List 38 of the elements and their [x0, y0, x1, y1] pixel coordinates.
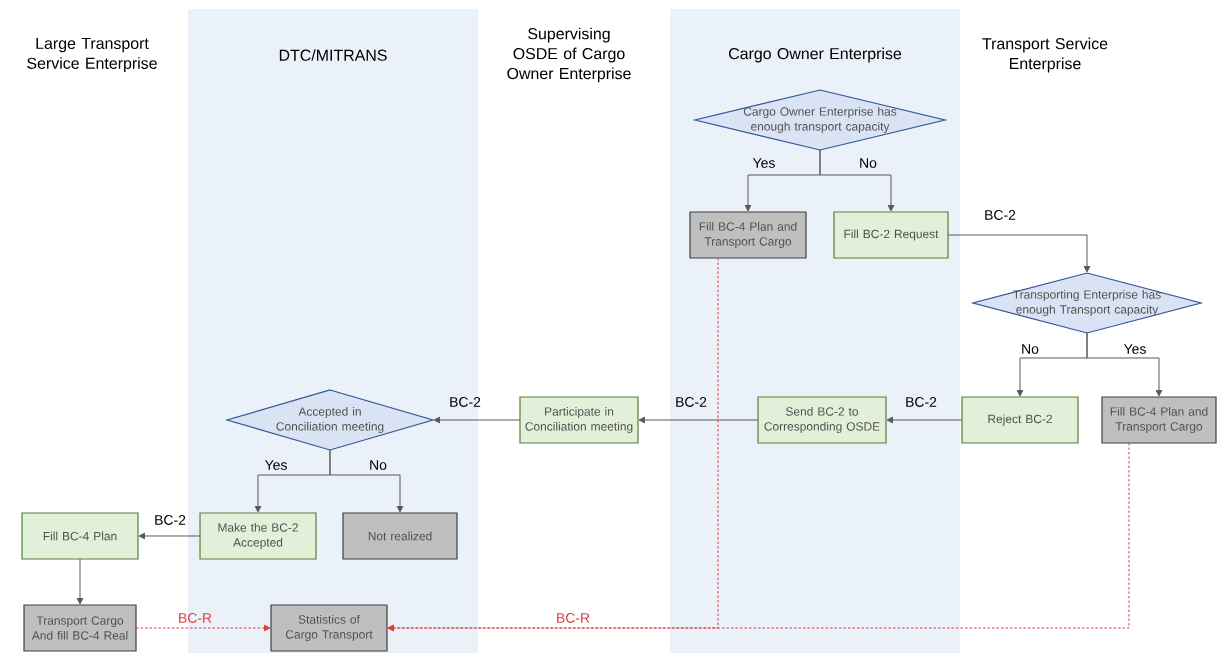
arrow: [1086, 332, 1163, 397]
edge-label: No: [370, 460, 387, 470]
process-box: Transport Cargo And fill BC-4 Real: [23, 604, 137, 652]
process-box: Reject BC-2: [961, 396, 1079, 444]
process-box: Make the BC-2 Accepted: [199, 512, 317, 560]
process-box: Fill BC-4 Plan and Transport Cargo: [1101, 396, 1217, 444]
edge-label: BC-R: [179, 613, 212, 623]
edge-label: Yes: [264, 460, 287, 470]
edge-label: Yes: [752, 158, 775, 168]
arrow: [947, 234, 1091, 273]
process-box: Participate in Conciliation meeting: [519, 396, 639, 444]
process-box: Fill BC-2 Request: [833, 211, 949, 259]
edge-label: BC-2: [155, 515, 186, 525]
arrow: [138, 532, 201, 540]
edge-label: BC-2: [906, 397, 937, 407]
arrow: [433, 416, 521, 424]
arrow: [819, 149, 895, 212]
edge-label: No: [1022, 344, 1039, 354]
lane-header: Supervising OSDE of Cargo Owner Enterprise: [507, 27, 631, 83]
process-box: Fill BC-4 Plan: [21, 512, 139, 560]
process-box: Statistics of Cargo Transport: [270, 604, 388, 652]
process-box: Send BC-2 to Corresponding OSDE: [757, 396, 887, 444]
process-box: Fill BC-4 Plan and Transport Cargo: [689, 211, 807, 259]
arrow: [886, 416, 963, 424]
edge-label: BC-2: [985, 210, 1016, 220]
process-box: Not realized: [342, 512, 458, 560]
edge-label: Yes: [1123, 344, 1146, 354]
edge-label: BC-2: [450, 397, 481, 407]
lane-header: Transport Service Enterprise: [982, 37, 1108, 73]
edge-label: BC-R: [557, 613, 590, 623]
arrow: [329, 449, 404, 513]
arrow: [135, 624, 271, 632]
edge-label: No: [860, 158, 877, 168]
arrow: [387, 257, 719, 632]
arrow: [76, 558, 84, 605]
arrow: [638, 416, 759, 424]
lane-header: Large Transport Service Enterprise: [27, 37, 157, 73]
edge-label: BC-2: [676, 397, 707, 407]
